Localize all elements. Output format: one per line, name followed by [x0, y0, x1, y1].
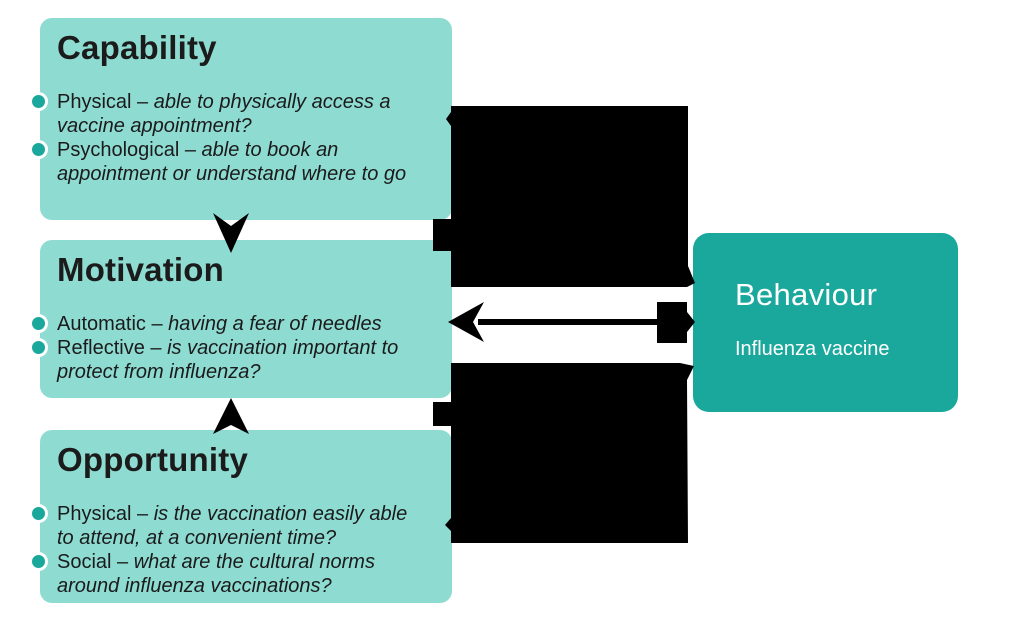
bullet-desc: able to physically access a vaccine appo… — [57, 91, 391, 137]
bullet-dot-icon — [29, 504, 48, 523]
list-item: Psychological – able to book an appointm… — [29, 138, 424, 186]
arrow-shaft — [478, 319, 660, 325]
motivation-box: Motivation Automatic – having a fear of … — [29, 240, 452, 398]
bullet-label: Psychological – — [57, 139, 202, 161]
up-arrow-icon — [213, 398, 249, 434]
bullet-desc: what are the cultural norms around influ… — [57, 551, 375, 597]
bullet-dot-icon — [29, 92, 48, 111]
capability-bullet-list: Physical – able to physically access a v… — [29, 90, 424, 186]
bullet-label: Reflective – — [57, 337, 168, 359]
arrow-block — [657, 302, 687, 343]
capability-box: Capability Physical – able to physically… — [29, 18, 452, 220]
bullet-label: Physical – — [57, 503, 154, 525]
motivation-bullet-list: Automatic – having a fear of needles Ref… — [29, 312, 424, 384]
bullet-desc: is vaccination important to protect from… — [57, 337, 399, 383]
opportunity-bullet-list: Physical – is the vaccination easily abl… — [29, 502, 424, 598]
list-item: Physical – is the vaccination easily abl… — [29, 502, 424, 550]
list-item: Physical – able to physically access a v… — [29, 90, 424, 138]
capability-title: Capability — [57, 29, 217, 66]
bullet-dot-icon — [29, 314, 48, 333]
bullet-desc: able to book an appointment or understan… — [57, 139, 407, 185]
opportunity-title: Opportunity — [57, 441, 248, 478]
opportunity-behaviour-arrow — [433, 363, 694, 543]
behaviour-box: Behaviour Influenza vaccine — [693, 233, 958, 412]
left-arrowhead-icon — [448, 302, 484, 342]
opportunity-box: Opportunity Physical – is the vaccinatio… — [29, 430, 452, 603]
bullet-desc: is the vaccination easily able to attend… — [57, 503, 408, 549]
bullet-dot-icon — [29, 552, 48, 571]
bullet-label: Physical – — [57, 91, 154, 113]
down-arrow-icon — [213, 213, 249, 253]
capability-behaviour-arrow — [433, 106, 695, 287]
list-item: Social – what are the cultural norms aro… — [29, 550, 424, 598]
motivation-behaviour-double-arrow — [448, 302, 695, 343]
right-arrowhead-icon — [687, 312, 695, 332]
motivation-title: Motivation — [57, 251, 224, 288]
list-item: Automatic – having a fear of needles — [29, 312, 424, 336]
bullet-desc: having a fear of needles — [168, 313, 382, 335]
bullet-label: Social – — [57, 551, 134, 573]
behaviour-title: Behaviour — [735, 277, 878, 312]
behaviour-subtitle: Influenza vaccine — [735, 338, 890, 360]
list-item: Reflective – is vaccination important to… — [29, 336, 424, 384]
bullet-dot-icon — [29, 338, 48, 357]
bullet-label: Automatic – — [57, 313, 169, 335]
bullet-dot-icon — [29, 140, 48, 159]
